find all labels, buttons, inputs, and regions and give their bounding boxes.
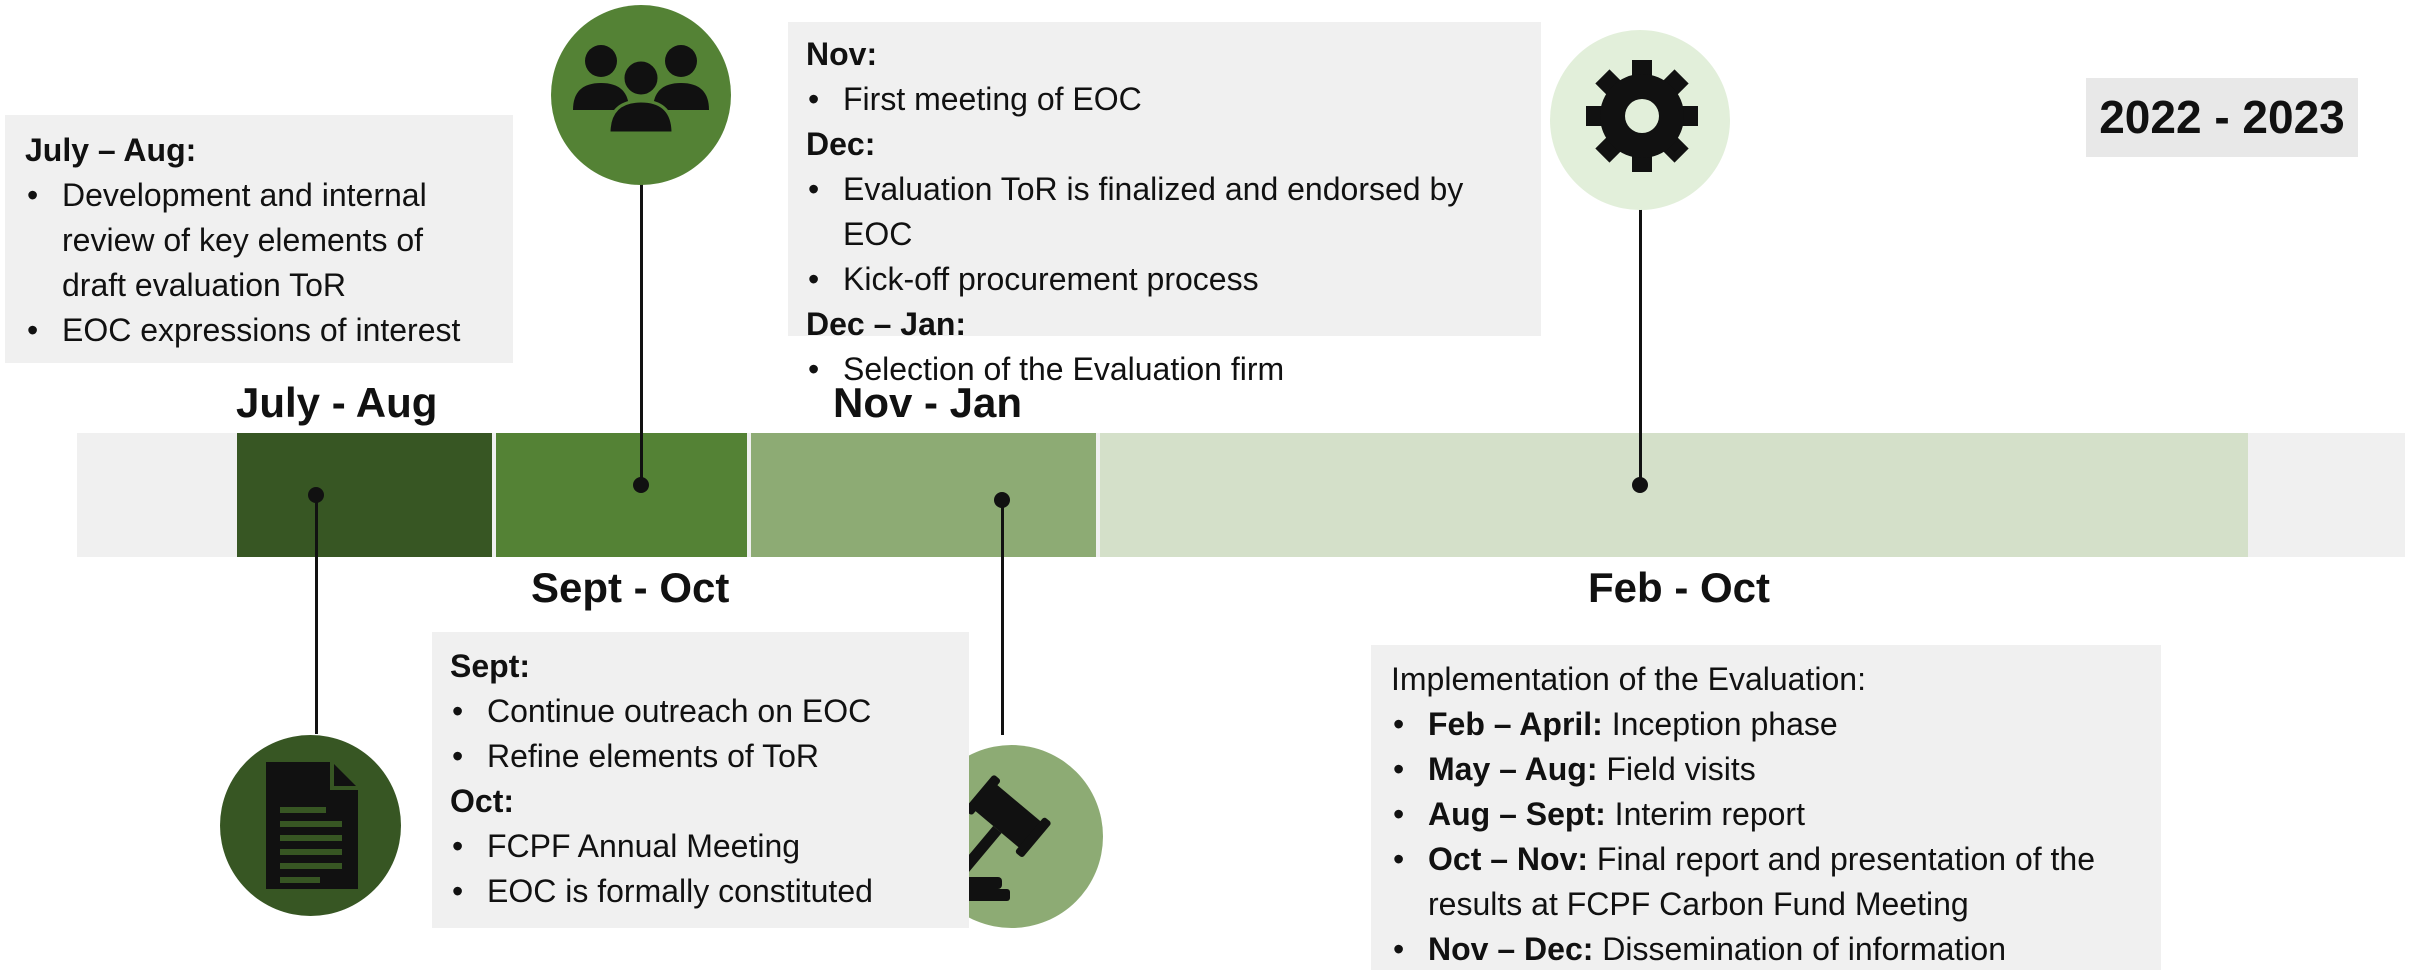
box-heading: Dec – Jan: (806, 306, 967, 342)
marker-nov-jan (994, 492, 1010, 508)
list-item: May – Aug: Field visits (1391, 747, 2143, 792)
list-item: EOC expressions of interest (25, 308, 495, 353)
list-item: Continue outreach on EOC (450, 689, 955, 734)
phase-label-july-aug: July - Aug (236, 379, 438, 426)
item-period: Aug – Sept: (1428, 796, 1606, 832)
feb-oct-details: Implementation of the Evaluation: Feb – … (1371, 645, 2161, 972)
timeline-segment-feb-oct (1100, 433, 2248, 557)
document-icon (220, 735, 401, 916)
item-text: Dissemination of information (1593, 931, 2007, 967)
people-group-icon (551, 5, 731, 185)
item-period: May – Aug: (1428, 751, 1598, 787)
nov-jan-details: Nov: First meeting of EOC Dec: Evaluatio… (788, 22, 1541, 392)
phase-label-feb-oct: Feb - Oct (1588, 564, 1771, 611)
timeline-segment-sept-oct (496, 433, 747, 557)
timeline-segment-nov-jan (751, 433, 1096, 557)
box-heading: Dec: (806, 126, 876, 162)
list-item: Aug – Sept: Interim report (1391, 792, 2143, 837)
list-item: Nov – Dec: Dissemination of information (1391, 927, 2143, 972)
item-text: Inception phase (1602, 706, 1838, 742)
connector-feb-oct (1639, 150, 1642, 484)
list-item: Kick-off procurement process (806, 257, 1525, 302)
box-heading: Oct: (450, 783, 514, 819)
connector-july-aug (315, 494, 318, 734)
item-text: Interim report (1605, 796, 1805, 832)
box-heading: Nov: (806, 36, 878, 72)
list-item: Oct – Nov: Final report and presentation… (1391, 837, 2143, 927)
list-item: First meeting of EOC (806, 77, 1525, 122)
item-period: Oct – Nov: (1428, 841, 1589, 877)
list-item: Evaluation ToR is finalized and endorsed… (806, 167, 1525, 257)
marker-july-aug (308, 487, 324, 503)
timeline-segment-july-aug (237, 433, 492, 557)
item-text: Final report and presentation of the res… (1428, 841, 2096, 922)
phase-label-sept-oct: Sept - Oct (531, 564, 730, 611)
connector-sept-oct (640, 184, 643, 484)
item-period: Nov – Dec: (1428, 931, 1594, 967)
box-intro: Implementation of the Evaluation: (1391, 661, 1866, 697)
list-item: Development and internal review of key e… (25, 173, 495, 308)
sept-oct-details: Sept: Continue outreach on EOC Refine el… (432, 632, 969, 928)
list-item: Refine elements of ToR (450, 734, 955, 779)
box-heading: Sept: (450, 648, 530, 684)
gear-icon (1550, 30, 1730, 210)
connector-nov-jan (1001, 500, 1004, 735)
july-aug-details: July – Aug: Development and internal rev… (5, 115, 513, 363)
year-badge: 2022 - 2023 (2086, 78, 2358, 157)
marker-feb-oct (1632, 477, 1648, 493)
item-text: Field visits (1597, 751, 1756, 787)
list-item: EOC is formally constituted (450, 869, 955, 914)
item-period: Feb – April: (1428, 706, 1603, 742)
list-item: FCPF Annual Meeting (450, 824, 955, 869)
box-heading: July – Aug: (25, 132, 197, 168)
list-item: Feb – April: Inception phase (1391, 702, 2143, 747)
list-item: Selection of the Evaluation firm (806, 347, 1525, 392)
marker-sept-oct (633, 477, 649, 493)
